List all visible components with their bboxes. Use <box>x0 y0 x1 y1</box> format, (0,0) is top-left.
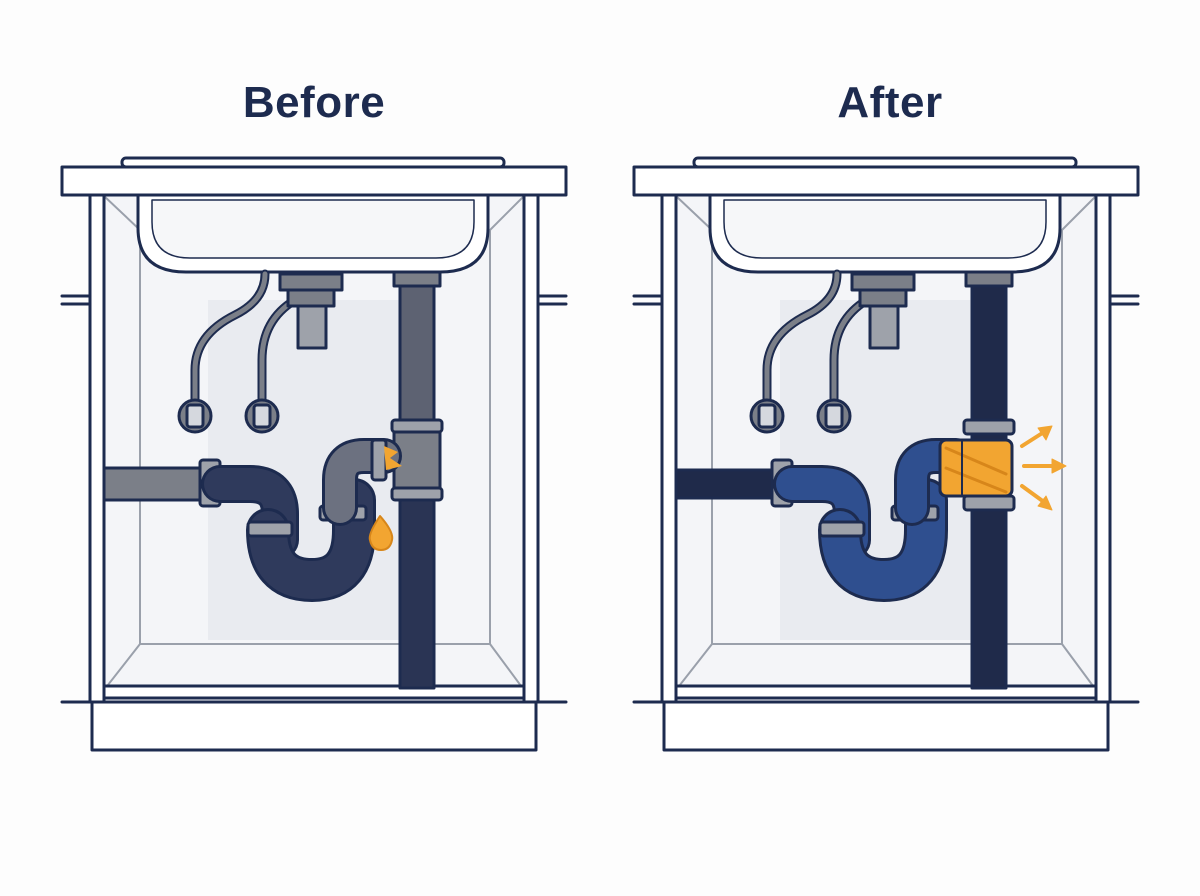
tape-wrap-icon <box>938 438 1014 498</box>
sink-rim <box>120 156 506 169</box>
cabinet-base <box>662 700 1110 752</box>
leak-crack <box>384 446 402 470</box>
cabinet-left-wall <box>660 190 678 704</box>
cabinet-base <box>90 700 538 752</box>
after-title: After <box>837 78 943 127</box>
burst-arrows-icon <box>1020 425 1067 511</box>
before-title: Before <box>242 78 386 127</box>
cabinet-right-wall <box>1094 190 1112 704</box>
countertop <box>60 165 568 197</box>
shutoff-valve-right[interactable] <box>816 398 852 434</box>
shutoff-valve-right[interactable] <box>244 398 280 434</box>
p-trap <box>773 438 974 602</box>
sink-rim <box>692 156 1078 169</box>
water-drop-icon <box>368 515 394 551</box>
shutoff-valve-left[interactable] <box>749 398 785 434</box>
sink-drain-tailpiece <box>850 272 916 350</box>
shutoff-valve-left[interactable] <box>177 398 213 434</box>
drain-stack-pipe <box>390 270 444 690</box>
p-trap <box>201 438 402 602</box>
cabinet-floor <box>674 684 1098 700</box>
countertop <box>632 165 1140 197</box>
sink-drain-tailpiece <box>278 272 344 350</box>
